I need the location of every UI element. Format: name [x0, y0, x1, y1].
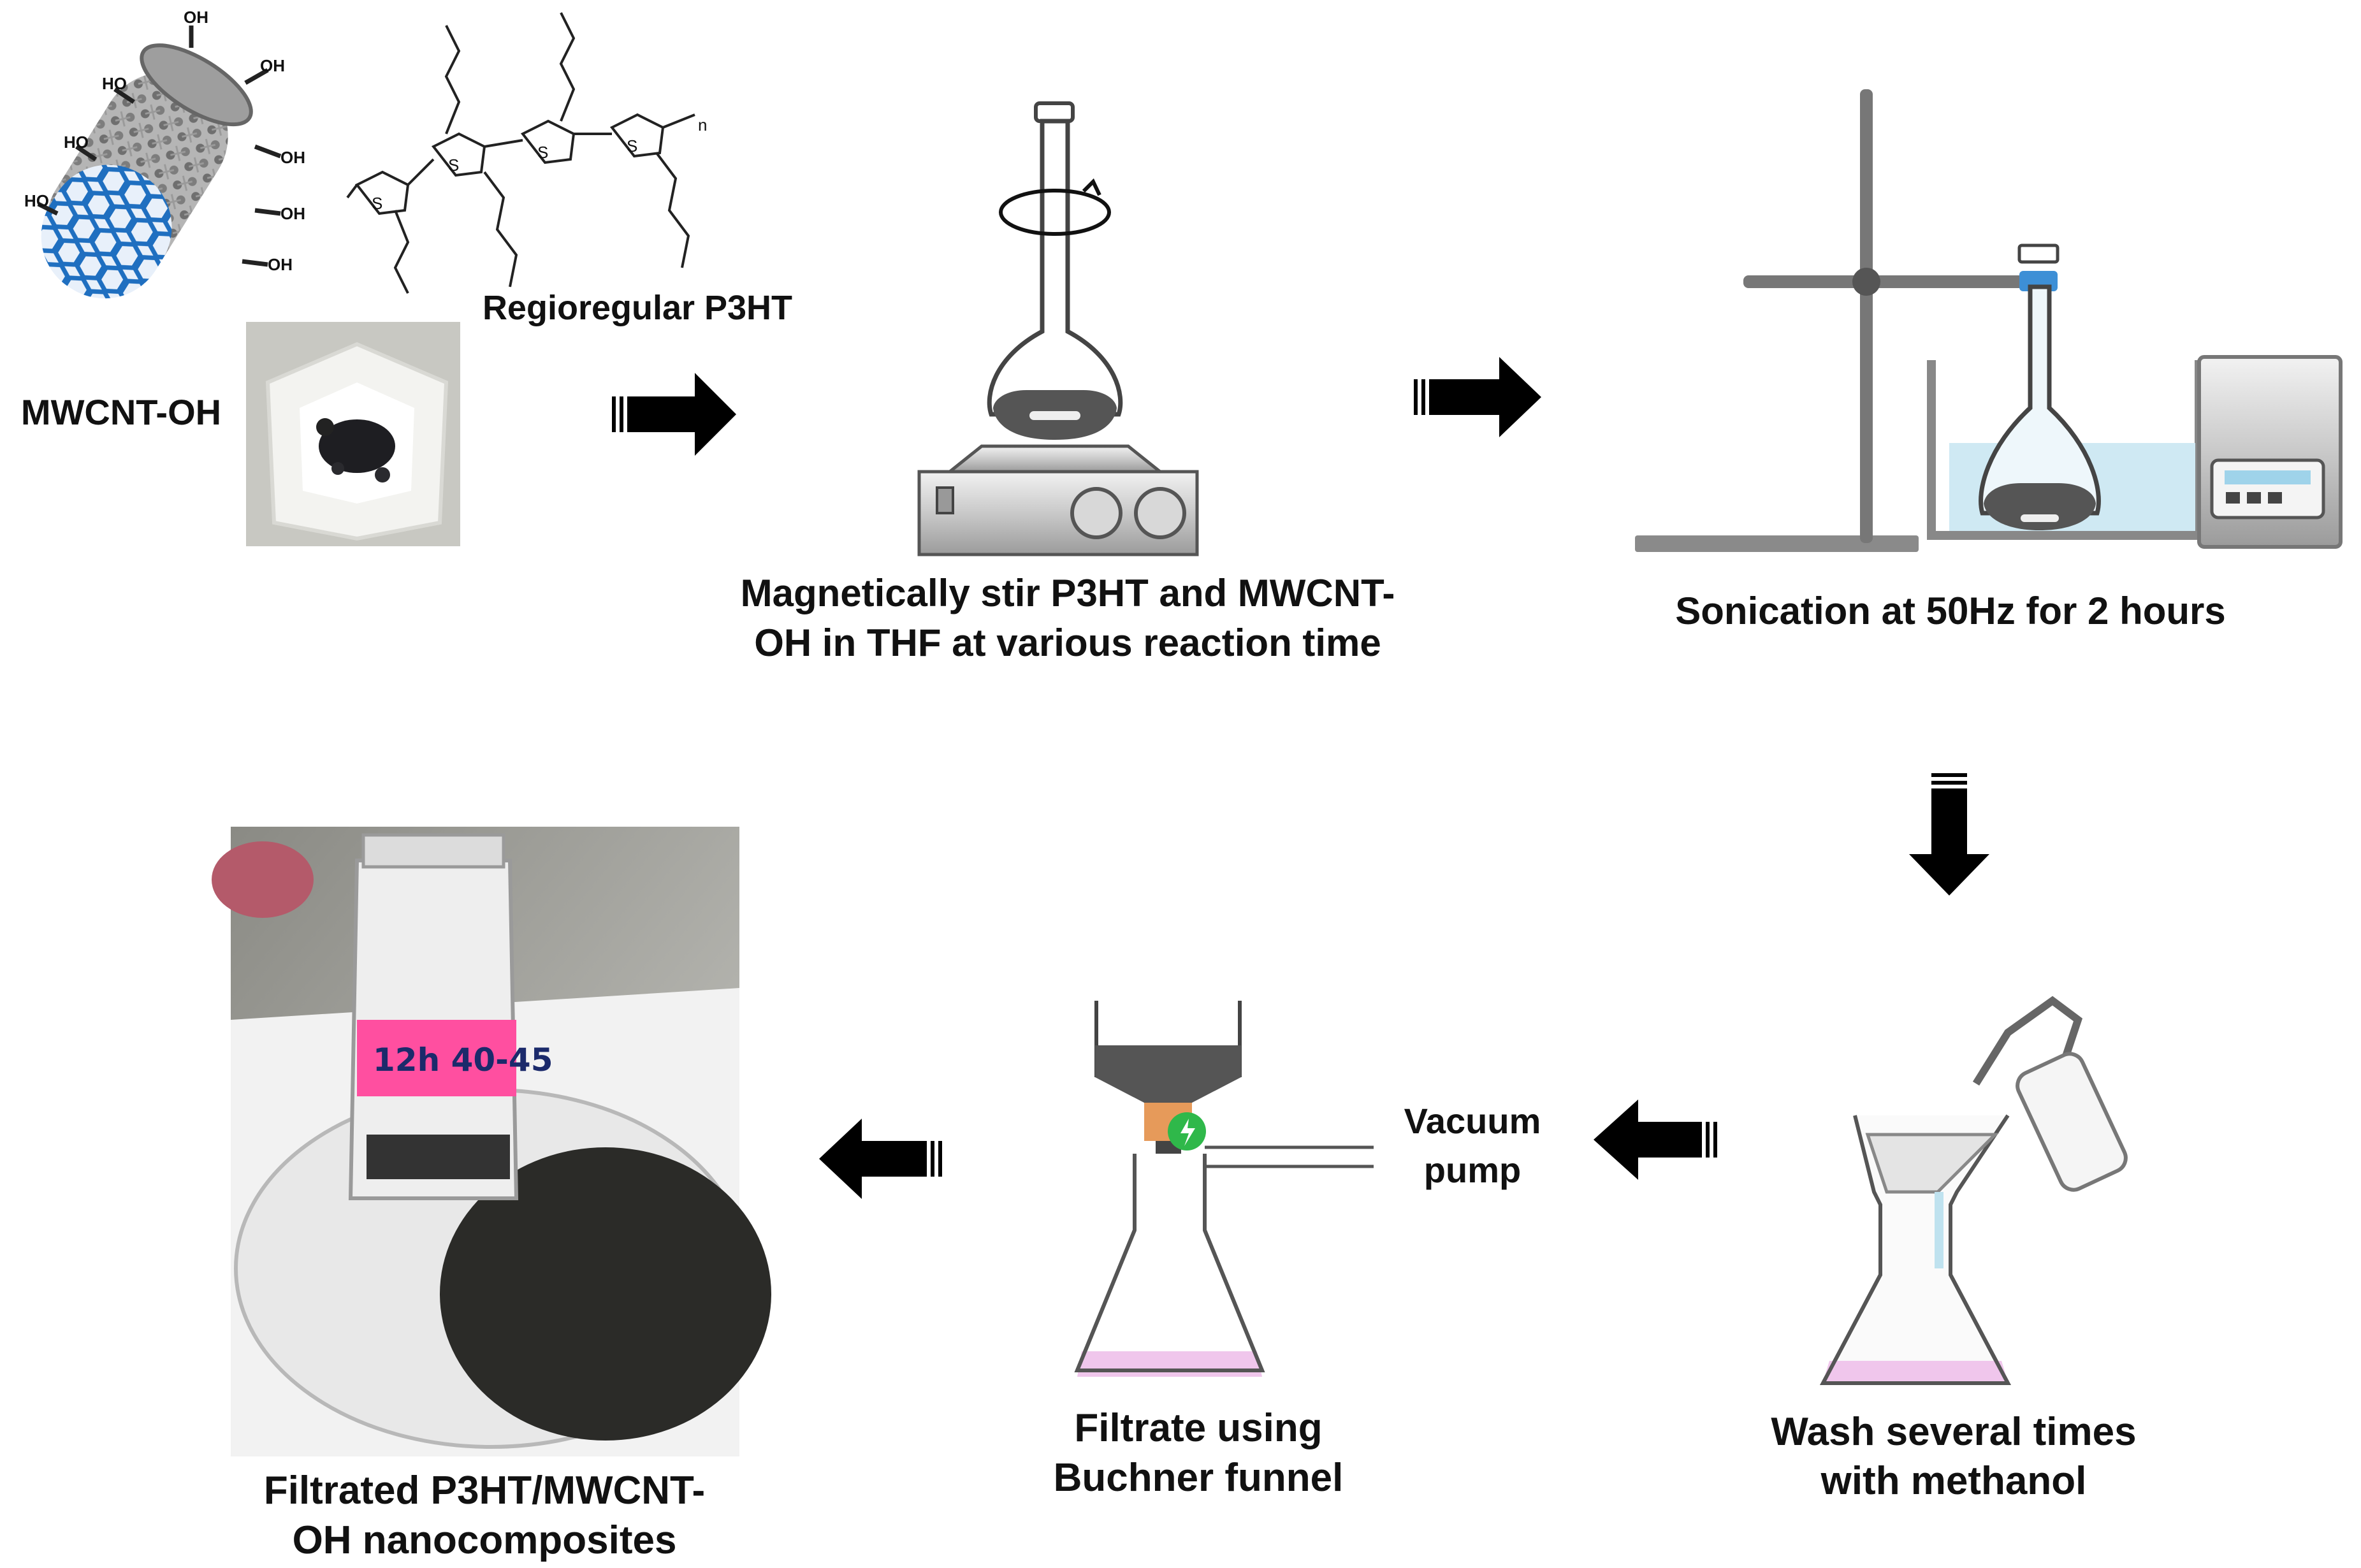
arrow-left-icon	[819, 1119, 942, 1199]
final-nanocomposite-photo: 12h 40-45	[212, 827, 771, 1456]
wash-caption-line2: with methanol	[1820, 1459, 2087, 1503]
hydroxyl-label: OH	[280, 148, 305, 167]
sonication-bath-illustration	[1635, 89, 2343, 552]
final-caption-line1: Filtrated P3HT/MWCNT-	[263, 1469, 706, 1513]
p3ht-structure	[346, 12, 695, 294]
arrow-down-icon	[1909, 773, 1989, 896]
hydroxyl-label: HO	[24, 191, 49, 210]
vial-handwritten-tag: 12h 40-45	[373, 1042, 553, 1078]
wash-caption-line1: Wash several times	[1771, 1410, 2137, 1454]
vacuum-pump-label-line1: Vacuum	[1404, 1101, 1541, 1141]
arrow-right-icon	[612, 373, 736, 456]
hydroxyl-label: HO	[64, 133, 89, 152]
arrow-right-icon	[1414, 357, 1541, 437]
hydroxyl-label: HO	[102, 74, 127, 93]
hydroxyl-label: OH	[184, 8, 208, 27]
mwcnt-oh-nanotube-illustration: OH OH HO HO OH HO OH OH	[24, 8, 305, 299]
sulfur-atom-label: S	[537, 143, 548, 162]
buchner-funnel-illustration	[1074, 1001, 1374, 1377]
arrow-left-icon	[1594, 1100, 1717, 1180]
sulfur-atom-label: S	[372, 194, 382, 213]
stir-caption-line2: OH in THF at various reaction time	[754, 621, 1381, 664]
vacuum-pump-label-line2: pump	[1423, 1150, 1522, 1190]
sonication-caption: Sonication at 50Hz for 2 hours	[1675, 590, 2226, 632]
sulfur-atom-label: S	[627, 136, 637, 156]
hydroxyl-label: OH	[268, 255, 293, 274]
mwcnt-label: MWCNT-OH	[20, 392, 222, 432]
filtrate-caption-line1: Filtrate using	[1074, 1406, 1323, 1450]
stir-caption-line1: Magnetically stir P3HT and MWCNT-	[740, 572, 1395, 614]
p3ht-label: Regioregular P3HT	[482, 289, 793, 327]
repeat-unit-label: n	[698, 115, 707, 134]
hydroxyl-label: OH	[260, 56, 285, 75]
hydroxyl-label: OH	[280, 204, 305, 223]
filtrate-caption-line2: Buchner funnel	[1053, 1456, 1344, 1500]
mwcnt-powder-photo	[246, 322, 460, 546]
magnetic-stirrer-illustration	[917, 101, 1199, 556]
sulfur-atom-label: S	[448, 156, 459, 175]
final-caption-line2: OH nanocomposites	[292, 1518, 677, 1562]
washing-flask-illustration	[1820, 996, 2128, 1385]
